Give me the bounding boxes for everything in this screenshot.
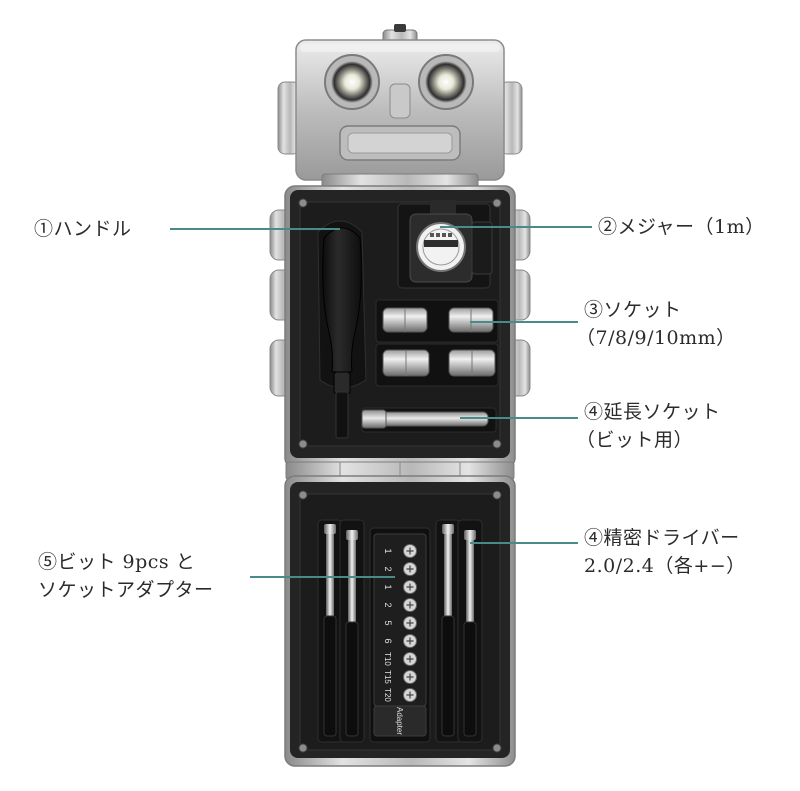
bit-tip-mark [406, 673, 414, 681]
callout-precision: ④精密ドライバー 2.0/2.4（各+−） [584, 524, 746, 580]
callout-bits-line-2: ソケットアダプター [38, 579, 214, 601]
callout-extension-line-1: ④延長ソケット [584, 401, 721, 423]
callout-precision-line-2: 2.0/2.4（各+−） [584, 555, 746, 577]
robot-nose [389, 83, 411, 119]
callout-bits-line-1: ⑤ビット 9pcs と [38, 551, 196, 573]
callout-sockets-line-2: （7/8/9/10mm） [576, 327, 736, 349]
sockets-set [382, 307, 496, 377]
bit-tip-mark [406, 547, 414, 555]
callout-sockets: ③ソケット （7/8/9/10mm） [576, 296, 736, 352]
bit-tip-mark [406, 619, 414, 627]
bit-size-label: 2 [383, 602, 393, 607]
adapter-label: Adapter [395, 707, 404, 735]
bit-size-label: 2 [383, 566, 393, 571]
screwdriver-handle [322, 227, 362, 373]
callout-bits: ⑤ビット 9pcs と ソケットアダプター [38, 548, 214, 604]
bit-size-label: T15 [383, 670, 392, 684]
callout-sockets-line-1: ③ソケット [584, 299, 682, 321]
callout-precision-line-1: ④精密ドライバー [584, 527, 740, 549]
bit-tip-mark [406, 691, 414, 699]
bit-size-label: 5 [383, 620, 393, 625]
bit-size-label: 1 [383, 584, 393, 589]
bit-size-label: T20 [383, 688, 392, 702]
bit-holder [373, 533, 427, 707]
bit-size-label: T10 [383, 652, 392, 666]
callout-handle-line-1: ①ハンドル [34, 218, 132, 240]
bit-tip-mark [406, 601, 414, 609]
bit-tips [403, 544, 417, 702]
callout-tape-line-1: ②メジャー（1m） [598, 216, 765, 238]
bit-tip-mark [406, 583, 414, 591]
bit-tip-mark [406, 637, 414, 645]
callout-handle: ①ハンドル [34, 215, 132, 243]
bit-size-label: 1 [383, 548, 393, 553]
callout-extension-line-2: （ビット用） [576, 429, 694, 451]
callout-extension: ④延長ソケット （ビット用） [576, 398, 721, 454]
callout-tape: ②メジャー（1m） [598, 213, 765, 241]
precision-screwdrivers [317, 519, 483, 743]
bit-tip-mark [406, 565, 414, 573]
bit-size-label: 6 [383, 638, 393, 643]
bit-tip-mark [406, 655, 414, 663]
